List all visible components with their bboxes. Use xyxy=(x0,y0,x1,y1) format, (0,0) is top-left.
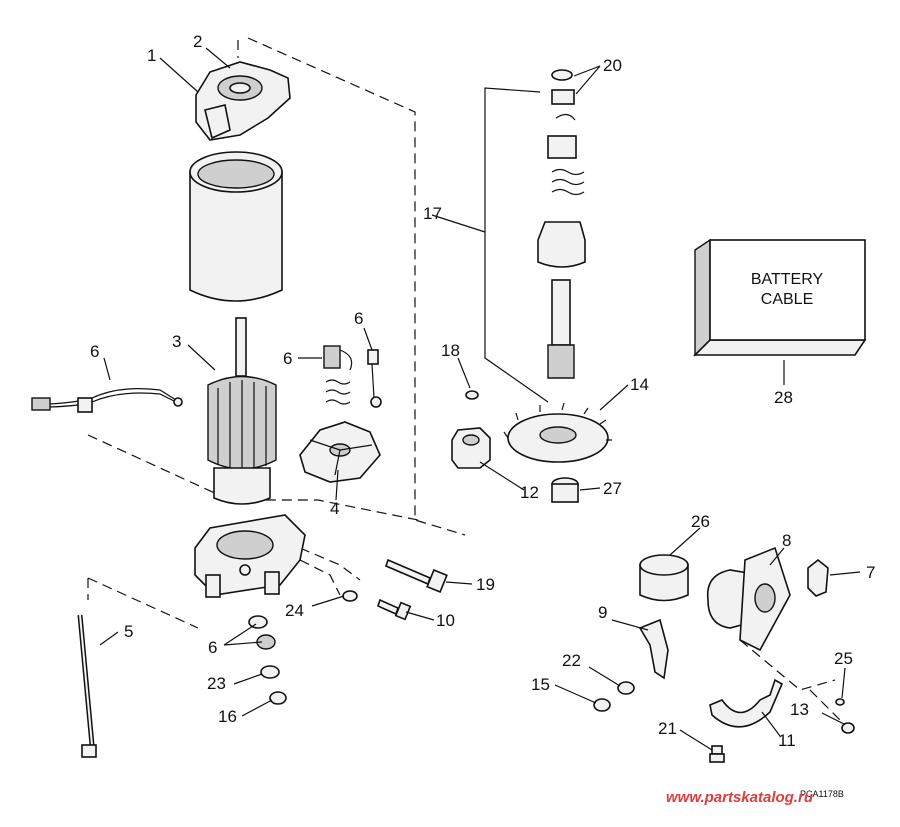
callout-4: 4 xyxy=(330,499,339,518)
boot xyxy=(807,558,829,597)
bushing xyxy=(551,477,579,503)
callout-28: 28 xyxy=(774,388,793,407)
drawing-code: PCA1178B xyxy=(800,789,844,799)
through-bolt xyxy=(77,614,97,758)
nut-right xyxy=(841,722,855,734)
battery-box-line2: CABLE xyxy=(761,291,813,308)
callout-17: 17 xyxy=(423,204,442,223)
retaining-ring xyxy=(465,390,479,400)
callout-15: 15 xyxy=(531,675,550,694)
assembly-dashed-lines xyxy=(87,37,841,721)
callout-labels: 1 2 3 4 5 6 6 6 6 7 8 9 10 11 12 13 14 1… xyxy=(90,32,875,750)
strap-bracket xyxy=(638,618,669,680)
solenoid xyxy=(706,546,791,652)
washer-small xyxy=(617,681,635,695)
callout-25: 25 xyxy=(834,649,853,668)
screw-small xyxy=(709,745,725,763)
callout-16: 16 xyxy=(218,707,237,726)
callout-19: 19 xyxy=(476,575,495,594)
nut-small xyxy=(593,698,611,712)
callout-24: 24 xyxy=(285,601,304,620)
washers-and-nuts-left xyxy=(248,590,358,705)
field-frame xyxy=(189,151,283,302)
callout-22: 22 xyxy=(562,651,581,670)
battery-box-line1: BATTERY xyxy=(751,271,824,288)
end-cap xyxy=(195,61,291,141)
callout-10: 10 xyxy=(436,611,455,630)
callout-8: 8 xyxy=(782,531,791,550)
callout-3: 3 xyxy=(172,332,181,351)
callout-6-spring: 6 xyxy=(354,309,363,328)
callout-2: 2 xyxy=(193,32,202,51)
small-gear xyxy=(451,427,491,469)
bolts xyxy=(377,558,448,621)
solenoid-clamp xyxy=(709,678,784,728)
shaft-assembly-bracket xyxy=(484,87,549,403)
callout-6-lead: 6 xyxy=(90,342,99,361)
large-gear xyxy=(503,402,612,463)
lead-wire xyxy=(31,388,183,413)
brush-plate xyxy=(299,421,381,483)
callout-6-brushes: 6 xyxy=(283,349,292,368)
callout-18: 18 xyxy=(441,341,460,360)
callout-11: 11 xyxy=(778,731,796,750)
cover-sleeve xyxy=(639,554,689,602)
drive-end-housing xyxy=(194,514,306,598)
callout-20: 20 xyxy=(603,56,622,75)
callout-26: 26 xyxy=(691,512,710,531)
callout-21: 21 xyxy=(658,719,677,738)
callout-23: 23 xyxy=(207,674,226,693)
callout-7: 7 xyxy=(866,563,875,582)
callout-9: 9 xyxy=(598,603,607,622)
callout-27: 27 xyxy=(603,479,622,498)
callout-12: 12 xyxy=(520,483,539,502)
callout-5: 5 xyxy=(124,622,133,641)
callout-1: 1 xyxy=(147,46,156,65)
pinion-shaft-stack xyxy=(537,69,586,379)
callout-14: 14 xyxy=(630,375,649,394)
callout-13: 13 xyxy=(790,700,809,719)
battery-cable-box: BATTERY CABLE xyxy=(693,238,867,357)
tiny-washer xyxy=(835,698,845,706)
watermark: www.partskatalog.ru xyxy=(666,789,813,806)
armature xyxy=(207,317,277,505)
brushes-and-springs xyxy=(323,345,382,408)
callout-6-washers: 6 xyxy=(208,638,217,657)
leader-lines xyxy=(99,47,861,751)
